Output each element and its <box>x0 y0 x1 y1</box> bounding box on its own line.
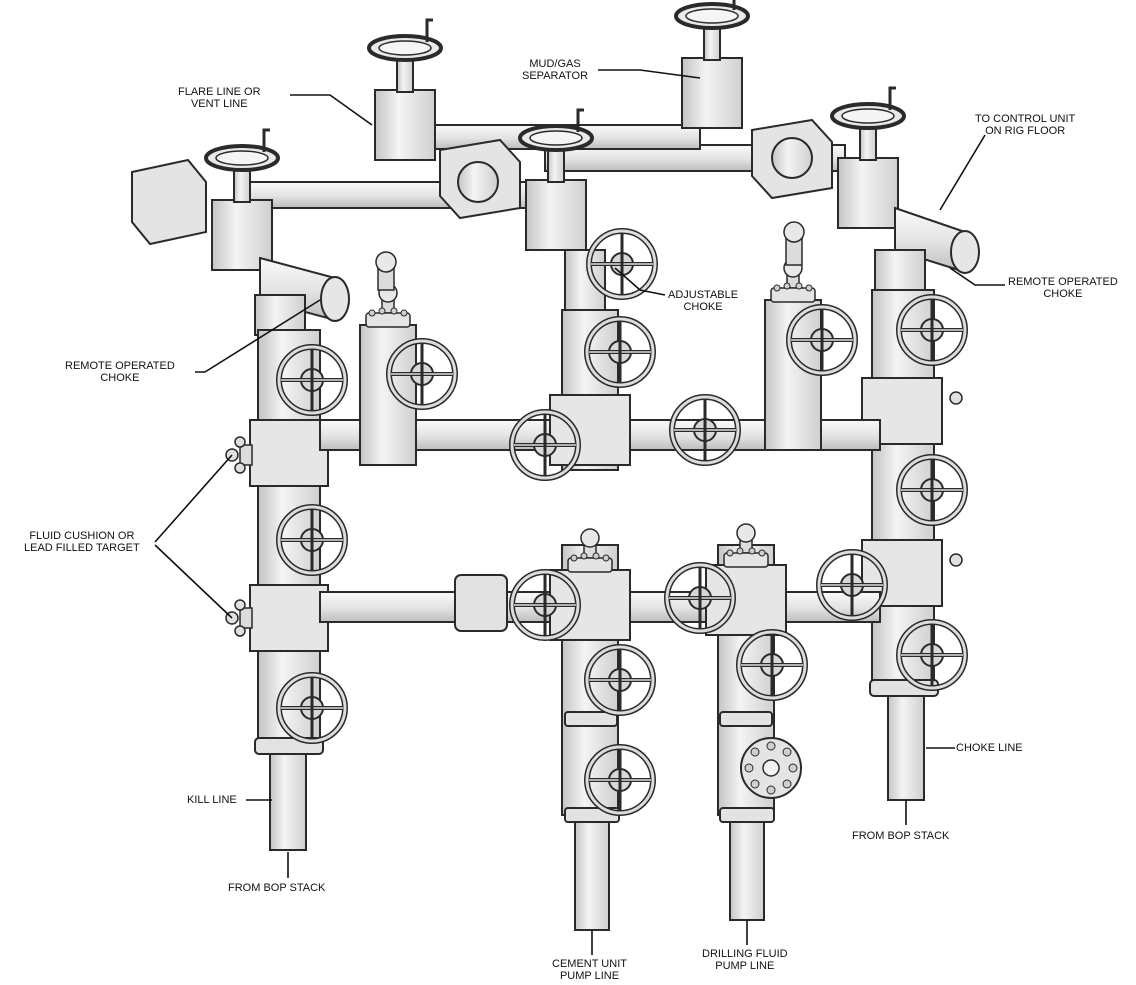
handwheel-upper-mid <box>587 319 653 385</box>
upper-valve-right <box>830 86 906 230</box>
handwheel-lower-cross-3 <box>819 552 885 618</box>
handwheel-choke-2 <box>899 457 965 523</box>
upper-valve-mid <box>518 108 594 252</box>
tee-block-right <box>751 118 833 200</box>
flare-line-valve <box>367 18 443 162</box>
label-fluid-cushion: FLUID CUSHION OR LEAD FILLED TARGET <box>24 530 140 554</box>
remote-choke-left <box>254 256 350 336</box>
blind-flange <box>740 737 802 799</box>
handwheel-kill-2 <box>279 507 345 573</box>
handwheel-upper-cross-1 <box>512 412 578 478</box>
handwheel-upper-gate-left <box>389 341 455 407</box>
label-mud-gas-separator: MUD/GAS SEPARATOR <box>522 58 589 82</box>
label-cement-unit: CEMENT UNIT PUMP LINE <box>552 958 627 982</box>
label-adjustable-choke: ADJUSTABLE CHOKE <box>668 289 739 313</box>
remote-choke-right <box>874 206 980 291</box>
handwheel-lower-cross-2 <box>667 565 733 631</box>
adjustable-choke <box>564 231 655 311</box>
label-flare-line: FLARE LINE OR VENT LINE <box>178 86 261 110</box>
handwheel-choke-3 <box>899 622 965 688</box>
kill-line-column <box>239 329 329 851</box>
choke-line-column <box>861 289 963 801</box>
drilling-fluid-column <box>705 523 787 921</box>
handwheel-drilling-1 <box>739 632 805 698</box>
mud-gas-separator-valve <box>674 0 750 130</box>
label-remote-choke-right: REMOTE OPERATED CHOKE <box>1008 276 1118 300</box>
handwheel-lower-cross-1 <box>512 572 578 638</box>
tee-block-left <box>131 158 207 246</box>
cement-unit-column <box>549 528 631 931</box>
label-from-bop-right: FROM BOP STACK <box>852 830 950 842</box>
upper-right-gate <box>764 221 822 451</box>
tee-block-mid <box>439 138 521 220</box>
label-from-bop-left: FROM BOP STACK <box>228 882 326 894</box>
label-kill-line: KILL LINE <box>187 794 237 806</box>
handwheel-cement-1 <box>587 647 653 713</box>
leader-lines <box>154 69 1005 955</box>
label-remote-choke-left: REMOTE OPERATED CHOKE <box>65 360 175 384</box>
label-choke-line: CHOKE LINE <box>956 742 1023 754</box>
handwheel-cement-2 <box>587 747 653 813</box>
upper-left-gate <box>359 251 417 466</box>
handwheel-upper-gate-right <box>789 307 855 373</box>
handwheel-upper-cross-2 <box>672 397 738 463</box>
handwheel-kill-1 <box>279 347 345 413</box>
handwheel-kill-3 <box>279 675 345 741</box>
upper-valve-left <box>204 128 280 272</box>
handwheel-choke-1 <box>899 297 965 363</box>
label-drilling-fluid: DRILLING FLUID PUMP LINE <box>702 948 788 972</box>
label-control-unit: TO CONTROL UNIT ON RIG FLOOR <box>975 113 1076 137</box>
